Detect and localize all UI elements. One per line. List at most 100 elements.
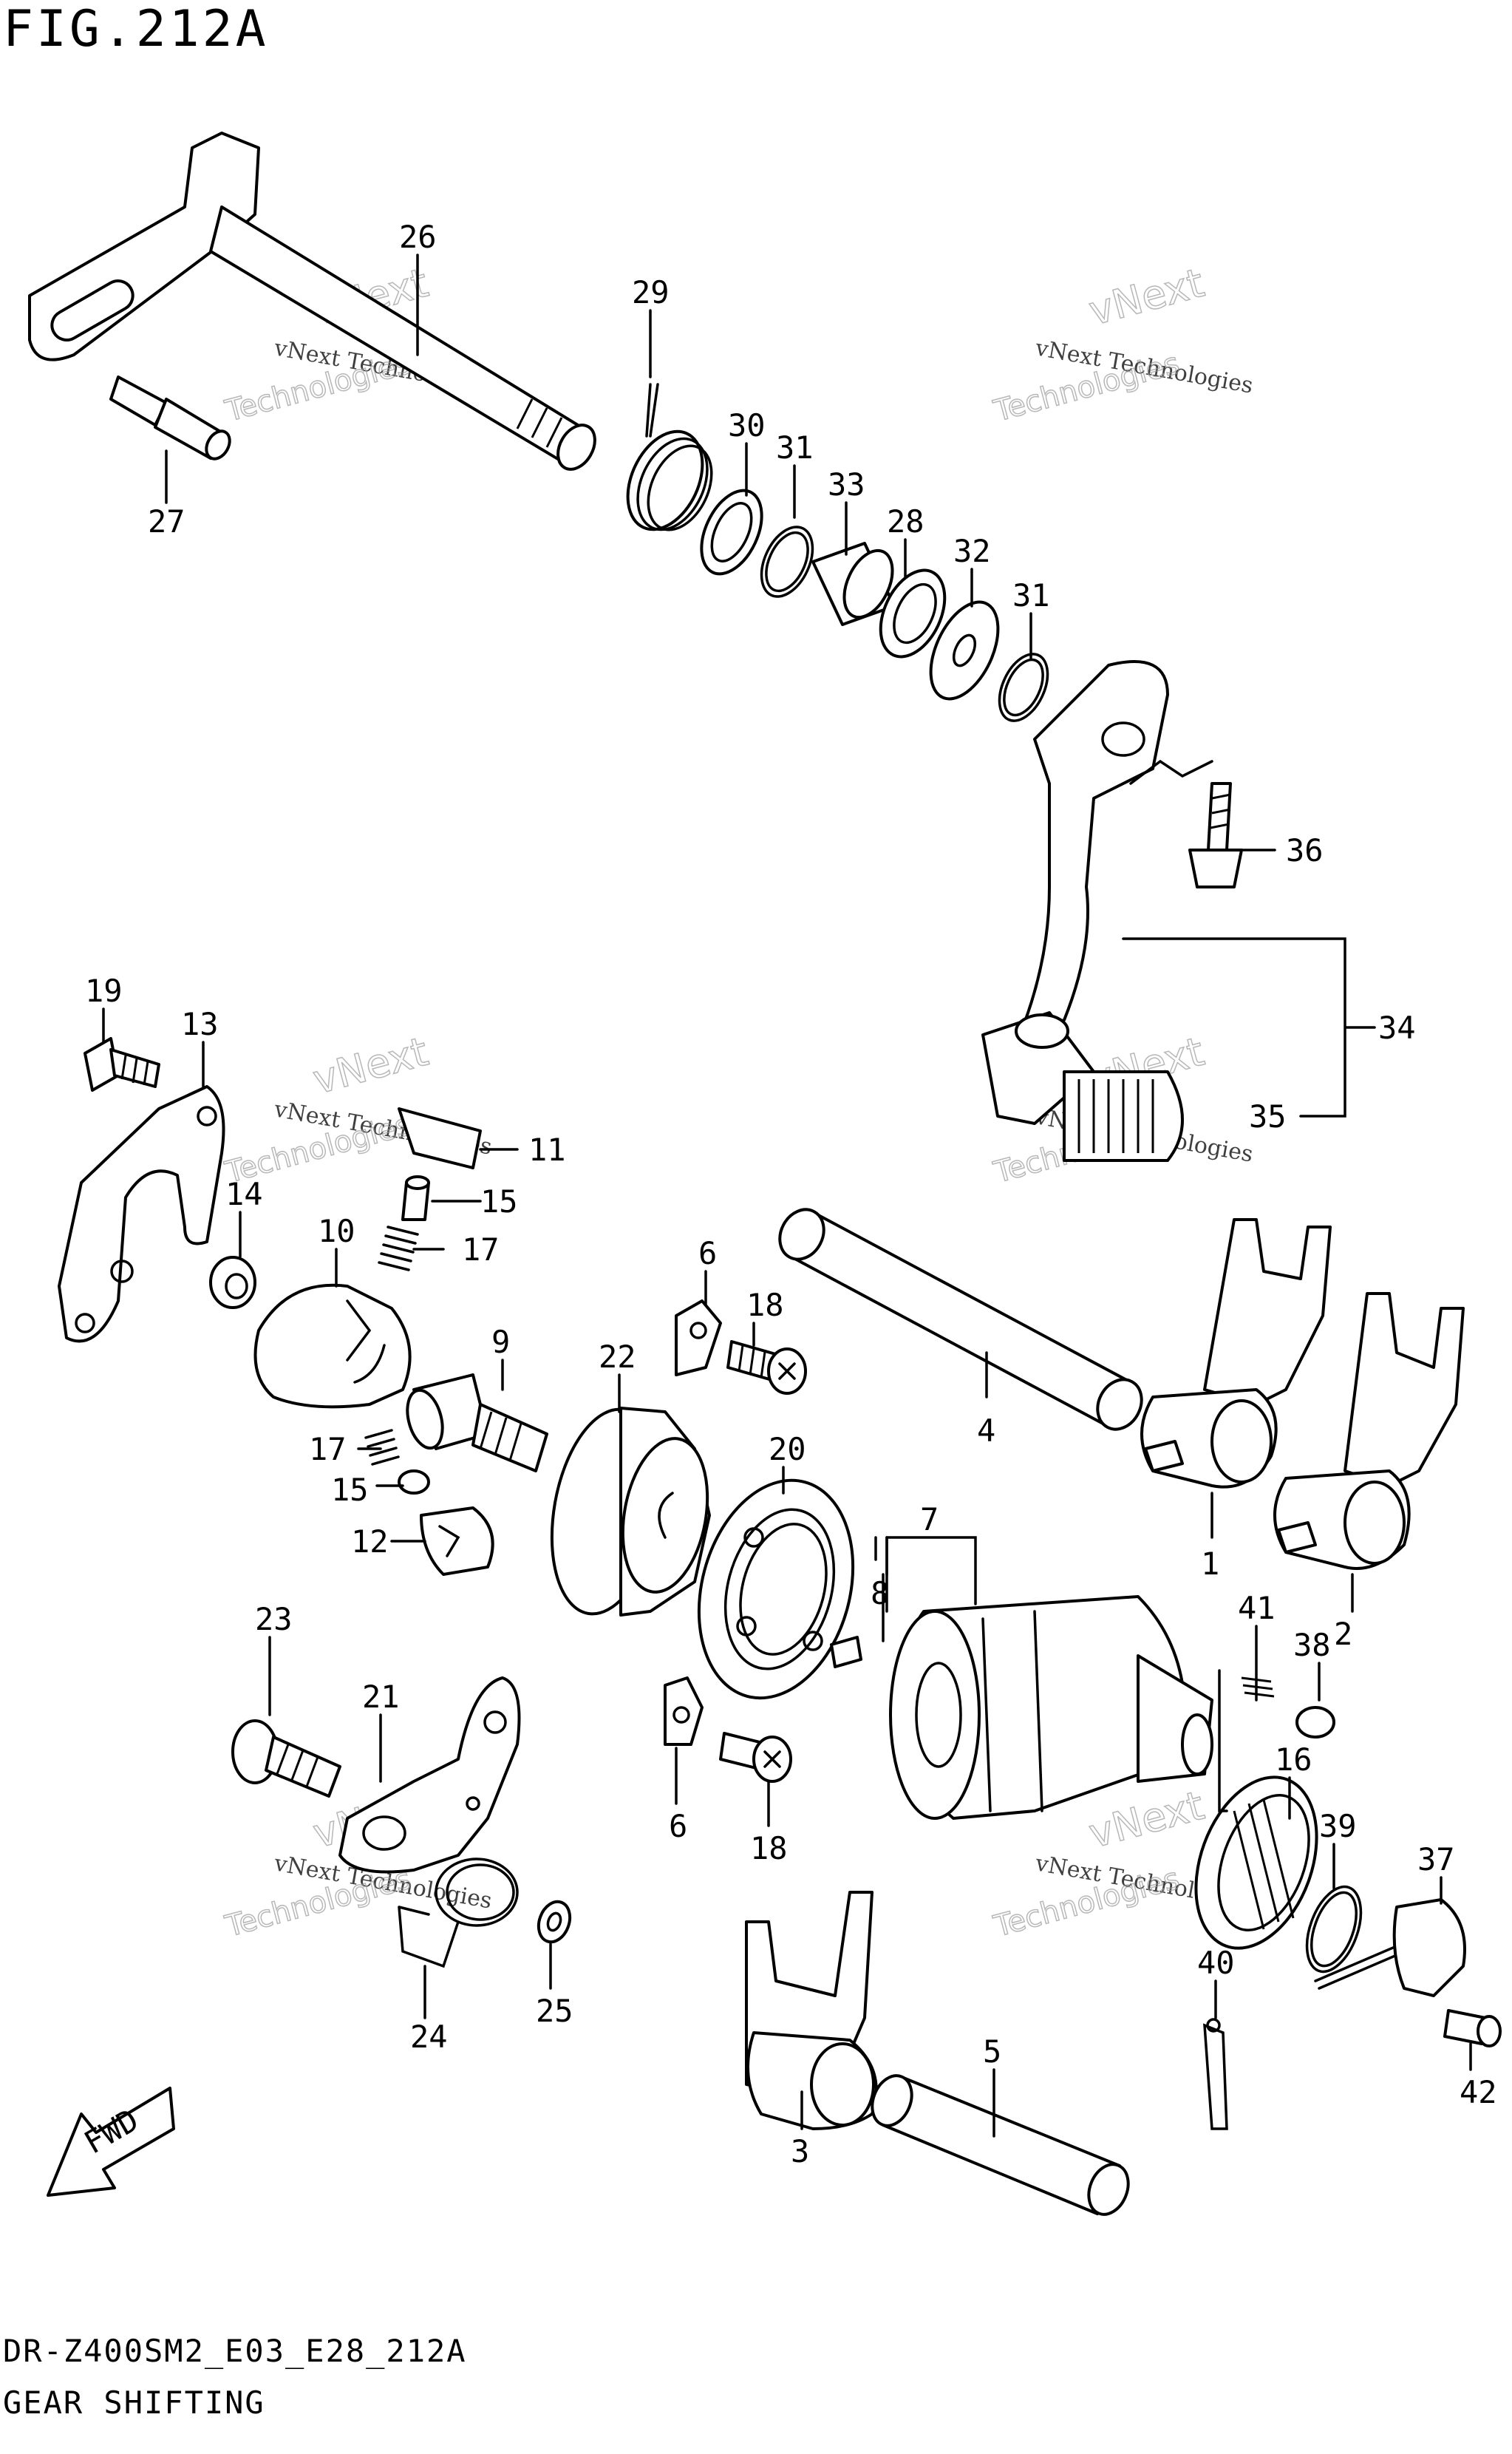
label-18-lower: 18 — [750, 1830, 788, 1866]
part-6-plate-lower — [664, 1676, 704, 1746]
label-1: 1 — [1201, 1546, 1219, 1582]
part-18-screw-upper — [726, 1340, 807, 1395]
label-5: 5 — [983, 2033, 1001, 2070]
svg-text:vNext: vNext — [1084, 259, 1209, 335]
watermark-3: vNext vNext Technologies Technologies — [221, 1027, 494, 1191]
part-26-gearshift-shaft — [28, 132, 596, 471]
part-11-pawl — [398, 1107, 482, 1169]
label-7: 7 — [920, 1501, 939, 1537]
label-19: 19 — [85, 973, 123, 1009]
watermark-1: vNext vNext Technologies Technologies — [221, 259, 494, 429]
part-38-pin — [1295, 1706, 1335, 1738]
part-4-fork-shaft — [778, 1208, 1143, 1431]
part-33-needle-bearing — [811, 542, 896, 626]
label-15-lower: 15 — [331, 1472, 369, 1508]
label-37: 37 — [1417, 1841, 1455, 1877]
label-34: 34 — [1378, 1010, 1416, 1046]
label-8: 8 — [871, 1575, 889, 1611]
part-12-pawl — [420, 1506, 494, 1576]
label-3: 3 — [791, 2133, 809, 2169]
part-36-bolt — [1188, 782, 1243, 888]
label-30: 30 — [728, 407, 766, 443]
part-21-lever — [338, 1676, 521, 1874]
part-22-cam-stopper — [550, 1407, 711, 1617]
part-24-spring — [398, 1858, 519, 1968]
part-28-oil-seal — [879, 568, 947, 659]
part-31-circlip-upper — [760, 526, 814, 598]
part-17-spring-lower — [364, 1429, 400, 1466]
part-14-collar — [209, 1256, 256, 1309]
leader-lines — [102, 254, 1472, 2138]
part-17-spring-upper — [378, 1226, 419, 1271]
label-11: 11 — [528, 1132, 566, 1168]
part-32-washer — [929, 600, 1000, 701]
label-12: 12 — [351, 1523, 389, 1560]
figure-title: FIG.212A — [3, 0, 269, 58]
label-13: 13 — [181, 1006, 219, 1042]
part-8-pin — [830, 1636, 862, 1668]
part-42-bolt — [1443, 2009, 1502, 2047]
fwd-arrow-icon: FWD — [47, 2087, 175, 2197]
part-2-shift-fork — [1273, 1292, 1465, 1570]
label-21: 21 — [362, 1679, 400, 1715]
part-9-bolt — [406, 1373, 548, 1472]
part-labels: 26 29 30 31 33 28 32 31 36 34 35 27 19 1… — [85, 219, 1497, 2169]
label-17-upper: 17 — [462, 1231, 500, 1268]
label-14: 14 — [225, 1176, 263, 1212]
label-31-lower: 31 — [1012, 577, 1050, 614]
label-10: 10 — [318, 1213, 355, 1249]
label-25: 25 — [536, 1993, 573, 2029]
label-26: 26 — [399, 219, 437, 255]
part-30-washer — [700, 489, 763, 576]
part-15-pin-upper — [401, 1175, 430, 1221]
part-16-bearing — [1194, 1775, 1318, 1950]
part-6-plate-upper — [675, 1299, 722, 1376]
label-4: 4 — [977, 1413, 995, 1449]
svg-text:vNext: vNext — [1084, 1782, 1209, 1858]
svg-text:vNext: vNext — [308, 1028, 433, 1104]
part-20-bearing — [697, 1478, 855, 1700]
label-24: 24 — [410, 2019, 448, 2055]
label-42: 42 — [1460, 2074, 1497, 2110]
part-13-stopper-plate — [58, 1085, 225, 1343]
label-20: 20 — [769, 1431, 806, 1467]
section-title: GEAR SHIFTING — [3, 2385, 265, 2421]
label-39: 39 — [1319, 1808, 1357, 1844]
part-31-circlip-lower — [998, 653, 1049, 722]
part-3-shift-fork — [745, 1891, 878, 2130]
part-15-pin-lower — [398, 1469, 430, 1495]
label-6-upper: 6 — [698, 1235, 717, 1271]
part-39-o-ring — [1305, 1885, 1363, 1974]
part-37-sensor — [1314, 1898, 1466, 1997]
label-28: 28 — [887, 503, 924, 540]
part-35-footrest-rubber — [1063, 1070, 1184, 1162]
label-15-upper: 15 — [480, 1183, 518, 1220]
label-40: 40 — [1197, 1945, 1235, 1981]
label-6-lower: 6 — [669, 1808, 687, 1844]
part-1-shift-fork — [1140, 1218, 1332, 1489]
part-19-screw — [84, 1037, 160, 1092]
label-32: 32 — [953, 533, 991, 569]
label-38: 38 — [1293, 1627, 1331, 1663]
label-23: 23 — [255, 1601, 293, 1637]
part-25-washer — [537, 1900, 572, 1944]
part-18-screw-lower — [719, 1732, 792, 1783]
label-2: 2 — [1334, 1616, 1352, 1652]
label-18-upper: 18 — [746, 1287, 784, 1323]
part-41-pin — [1241, 1676, 1275, 1698]
label-17-lower: 17 — [309, 1431, 347, 1467]
label-9: 9 — [491, 1324, 510, 1360]
part-27-pin — [109, 375, 231, 460]
label-16: 16 — [1275, 1741, 1312, 1778]
part-29-return-spring — [626, 383, 713, 531]
label-33: 33 — [828, 466, 865, 503]
label-22: 22 — [599, 1339, 636, 1375]
watermark-2: vNext vNext Technologies Technologies — [990, 259, 1255, 429]
label-41: 41 — [1238, 1590, 1276, 1626]
label-31-upper: 31 — [776, 429, 814, 466]
part-5-fork-shaft — [871, 2074, 1130, 2216]
part-23-bolt — [231, 1719, 341, 1798]
label-35: 35 — [1249, 1098, 1287, 1135]
part-7-shift-cam — [889, 1595, 1213, 1820]
